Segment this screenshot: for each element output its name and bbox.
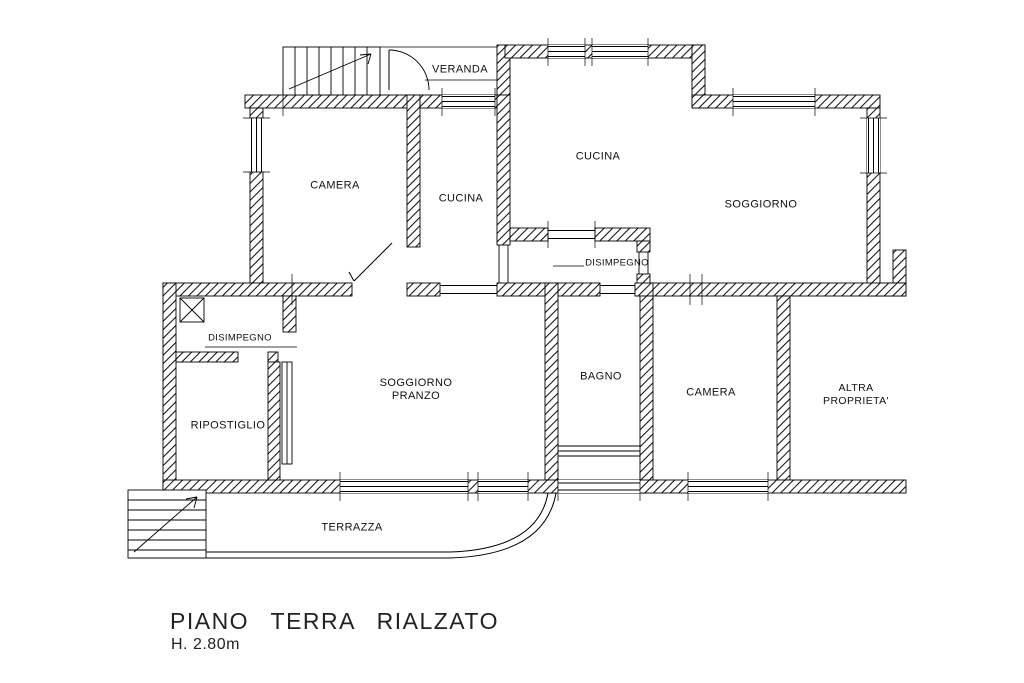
room-label-altra-line2: PROPRIETA': [823, 395, 889, 407]
stairs-direction-arrow: [288, 53, 372, 90]
shaft: [179, 297, 205, 323]
room-label-disimpegno-left: DISIMPEGNO: [208, 332, 272, 344]
terrace-stairs-arrow: [133, 496, 198, 553]
room-label-camera-top: CAMERA: [310, 179, 360, 192]
plan-title: PIANO TERRA RIALZATO: [170, 608, 499, 634]
windows: [250, 45, 880, 493]
wardrobe-column: [281, 361, 293, 465]
entry-stairs: [282, 46, 497, 96]
terrace-stairs: [127, 489, 207, 559]
room-label-altra-line1: ALTRA: [838, 382, 874, 394]
room-label-cucina-top: CUCINA: [575, 150, 621, 163]
dimension-ticks: [243, 38, 887, 501]
door-thresholds: [440, 230, 649, 294]
room-label-soggiorno-pranzo-line2: PRANZO: [391, 390, 441, 402]
doors: [348, 49, 430, 282]
room-label-bagno: BAGNO: [580, 370, 622, 383]
room-label-terrazza: TERRAZZA: [321, 521, 383, 534]
room-label-soggiorno-pranzo-line1: SOGGIORNO: [379, 377, 453, 389]
room-label-cucina-left: CUCINA: [438, 192, 484, 205]
room-label-soggiorno-top: SOGGIORNO: [724, 198, 798, 211]
room-label-veranda: VERANDA: [432, 63, 488, 76]
leader-lines: [205, 79, 584, 348]
walls: [162, 44, 907, 494]
room-label-ripostiglio: RIPOSTIGLIO: [190, 419, 266, 432]
terrace-outline: [128, 492, 557, 559]
plan-subtitle: H. 2.80m: [171, 636, 240, 653]
entry-door-arc: [388, 49, 430, 91]
room-label-disimpegno-center: DISIMPEGNO: [585, 257, 649, 269]
room-label-altra-proprieta: ALTRA PROPRIETA': [823, 382, 889, 408]
room-label-camera-bottom: CAMERA: [686, 386, 736, 399]
room-label-soggiorno-pranzo: SOGGIORNO PRANZO: [380, 377, 453, 403]
camera-door-leaf: [353, 242, 393, 282]
